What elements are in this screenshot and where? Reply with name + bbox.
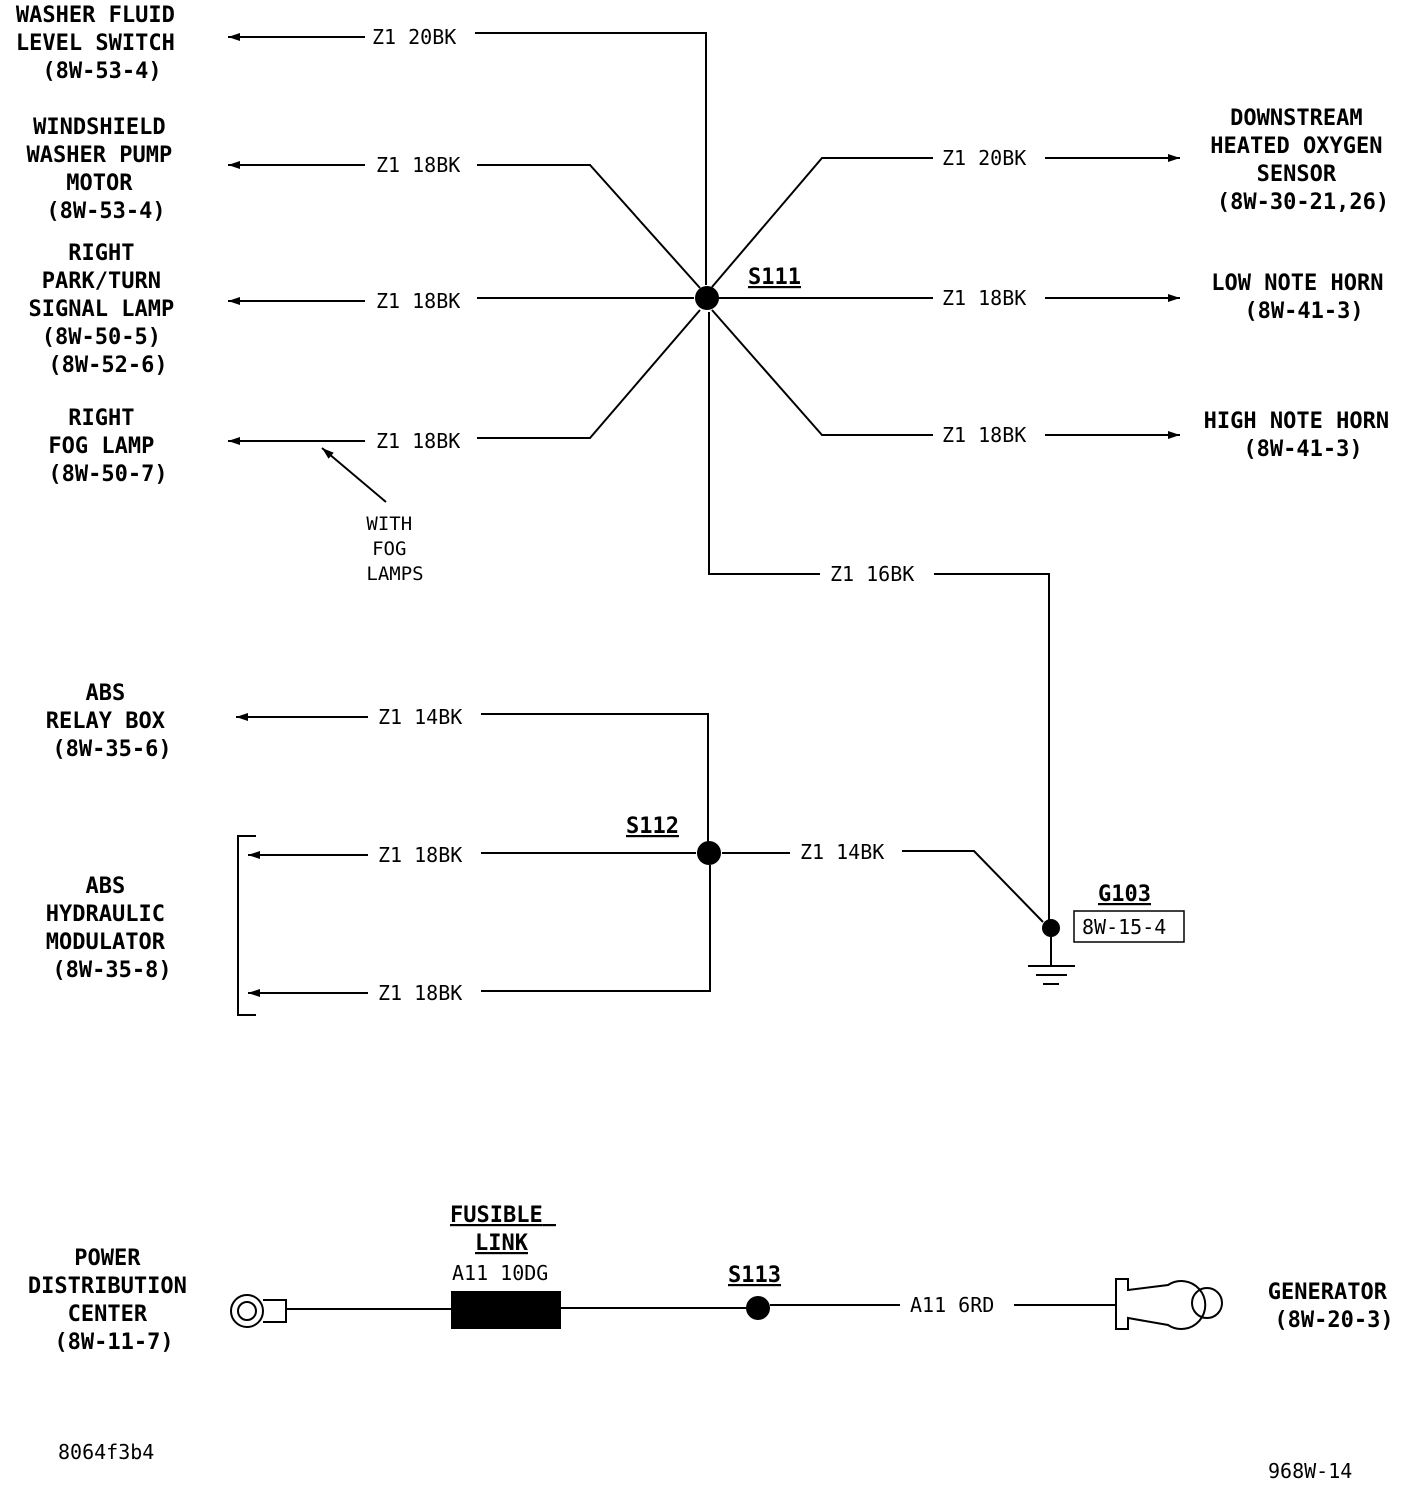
wire-low-horn: Z1 18BK xyxy=(718,286,1180,310)
wire-s111-to-ground: Z1 16BK xyxy=(708,312,1050,928)
wire-high-horn: Z1 18BK xyxy=(711,309,1180,447)
fusible-link-block xyxy=(451,1291,561,1329)
fusible-wire-code: A11 10DG xyxy=(452,1261,548,1285)
splice-s113-dot xyxy=(746,1296,770,1320)
abs-relay-label: ABS RELAY BOX (8W-35-6) xyxy=(46,681,178,762)
generator-wire-code: A11 6RD xyxy=(910,1293,994,1317)
svg-text:Z1 16BK: Z1 16BK xyxy=(830,562,914,586)
svg-text:Z1 20BK: Z1 20BK xyxy=(942,146,1026,170)
generator-label: GENERATOR (8W-20-3) xyxy=(1268,1280,1400,1333)
pdc-terminal-icon xyxy=(230,1294,287,1328)
ground-ref-box xyxy=(1073,910,1185,943)
generator-terminal-icon xyxy=(1115,1278,1223,1330)
wire-downstream-o2: Z1 20BK xyxy=(711,146,1180,288)
ground-g103-label: G103 xyxy=(1098,882,1151,907)
splice-s111-label: S111 xyxy=(748,265,801,290)
svg-text:Z1 18BK: Z1 18BK xyxy=(942,423,1026,447)
washer-fluid-label: WASHER FLUID LEVEL SWITCH (8W-53-4) xyxy=(16,3,188,84)
fusible-link-label: FUSIBLE LINK xyxy=(450,1203,556,1256)
svg-text:Z1 18BK: Z1 18BK xyxy=(376,153,460,177)
wire-right-fog: Z1 18BK xyxy=(228,309,701,453)
wire-right-park: Z1 18BK xyxy=(228,289,694,313)
ground-g103-dot xyxy=(1042,919,1060,937)
with-fog-lamps-note: WITH FOG LAMPS xyxy=(366,513,423,585)
wire-s112-to-ground: Z1 14BK xyxy=(722,840,1044,923)
wire-abs-mod-2: Z1 18BK xyxy=(248,865,711,1005)
right-fog-label: RIGHT FOG LAMP (8W-50-7) xyxy=(48,406,167,487)
ground-ref-text: 8W-15-4 xyxy=(1082,915,1166,939)
svg-text:Z1 18BK: Z1 18BK xyxy=(378,843,462,867)
abs-modulator-label: ABS HYDRAULIC MODULATOR (8W-35-8) xyxy=(46,874,178,983)
wire-washer-fluid: Z1 20BK xyxy=(228,25,707,285)
wire-washer-pump: Z1 18BK xyxy=(228,153,701,289)
abs-modulator-bracket xyxy=(237,835,256,1016)
svg-text:Z1 18BK: Z1 18BK xyxy=(378,981,462,1005)
wire-abs-relay: Z1 14BK xyxy=(236,705,709,842)
splice-s112-label: S112 xyxy=(626,814,679,839)
svg-text:Z1 18BK: Z1 18BK xyxy=(942,286,1026,310)
high-horn-label: HIGH NOTE HORN (8W-41-3) xyxy=(1204,409,1403,462)
pdc-label: POWER DISTRIBUTION CENTER (8W-11-7) xyxy=(28,1246,200,1355)
washer-pump-label: WINDSHIELD WASHER PUMP MOTOR (8W-53-4) xyxy=(27,115,186,224)
low-horn-label: LOW NOTE HORN (8W-41-3) xyxy=(1211,271,1396,324)
splice-s111-dot xyxy=(695,286,719,310)
downstream-o2-label: DOWNSTREAM HEATED OXYGEN SENSOR (8W-30-2… xyxy=(1210,106,1395,215)
splice-s112-dot xyxy=(697,841,721,865)
footer-right-code: 968W-14 xyxy=(1268,1459,1352,1483)
svg-text:Z1 18BK: Z1 18BK xyxy=(376,429,460,453)
svg-text:Z1 18BK: Z1 18BK xyxy=(376,289,460,313)
splice-s113-label: S113 xyxy=(728,1263,781,1288)
ground-icon xyxy=(1028,965,1075,985)
right-park-label: RIGHT PARK/TURN SIGNAL LAMP (8W-50-5) (8… xyxy=(29,241,188,378)
svg-text:Z1 20BK: Z1 20BK xyxy=(372,25,456,49)
wire-abs-mod-1: Z1 18BK xyxy=(248,843,696,867)
svg-text:Z1 14BK: Z1 14BK xyxy=(800,840,884,864)
svg-text:Z1 14BK: Z1 14BK xyxy=(378,705,462,729)
fog-note: WITH FOG LAMPS xyxy=(321,447,424,585)
footer-left-code: 8064f3b4 xyxy=(58,1440,154,1464)
